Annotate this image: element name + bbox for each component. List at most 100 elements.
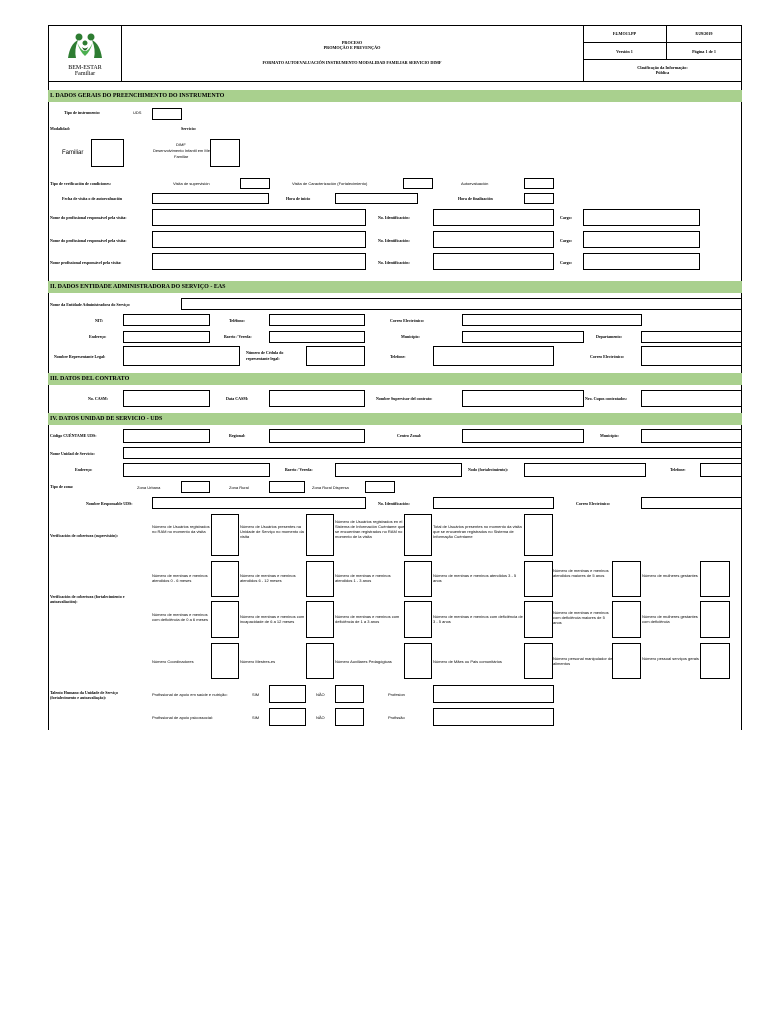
barrio-input[interactable] (269, 331, 365, 343)
hora-inicio-input[interactable] (335, 193, 418, 204)
supervisor-input[interactable] (462, 390, 584, 407)
telefone-input[interactable] (433, 346, 554, 366)
label-nao-2: NÃO (316, 715, 325, 720)
r2c-input[interactable] (404, 601, 432, 638)
r3d-input[interactable] (524, 643, 553, 679)
prof-1-ident-input[interactable] (433, 209, 554, 226)
cedula-input[interactable] (306, 346, 365, 366)
visita-supervision-checkbox[interactable] (240, 178, 270, 189)
r1d-input[interactable] (524, 561, 553, 597)
responsable-input[interactable] (152, 497, 366, 509)
prof-psico-nao-checkbox[interactable] (335, 708, 364, 726)
label-r1d: Número de meninas e meninos atendidos 3 … (433, 573, 517, 583)
nodo-input[interactable] (524, 463, 646, 477)
profesion-input[interactable] (433, 685, 554, 703)
cov-4-input[interactable] (524, 514, 553, 556)
endereco-input[interactable] (123, 331, 210, 343)
departamento-input[interactable] (641, 331, 742, 343)
label-r1c: Número de meninas e meninos atendidos 1 … (335, 573, 391, 583)
uds-municipio-input[interactable] (641, 429, 742, 443)
representante-input[interactable] (123, 346, 240, 366)
prof-psico-sim-checkbox[interactable] (269, 708, 306, 726)
visita-caracterizacion-checkbox[interactable] (403, 178, 433, 189)
label-autoevaluacion: Autoevaluación (461, 181, 489, 186)
r3a-input[interactable] (211, 643, 239, 679)
prof-2-name-input[interactable] (152, 231, 366, 248)
r3b-input[interactable] (306, 643, 334, 679)
label-cov-4: Total de Usuários presentes no momento d… (433, 524, 522, 539)
r2f-input[interactable] (700, 601, 730, 638)
cov-3-input[interactable] (404, 514, 432, 556)
prof-1-name-input[interactable] (152, 209, 366, 226)
label-r2e: Número de meninas e meninos com deficiên… (553, 610, 609, 625)
label-uds-telefono: Telefone: (670, 467, 686, 472)
prof-saude-sim-checkbox[interactable] (269, 685, 306, 703)
label-r1b: Número de meninas e meninos atendidos 6 … (240, 573, 296, 583)
label-r2f: Número de mulheres gestantes com deficiê… (642, 614, 698, 624)
fecha-visita-input[interactable] (152, 193, 269, 204)
profissao-input[interactable] (433, 708, 554, 726)
correo-input[interactable] (462, 314, 642, 326)
section-1-title: I. DADOS GERAIS DO PREENCHIMENTO DO INST… (48, 90, 742, 102)
label-familiar: Familiar (62, 150, 84, 156)
label-zona-rural: Zona Rural (229, 485, 249, 490)
municipio-input[interactable] (462, 331, 584, 343)
r2d-input[interactable] (524, 601, 553, 638)
r3f-input[interactable] (700, 643, 730, 679)
zona-rural-dispersa-checkbox[interactable] (365, 481, 395, 493)
r3c-input[interactable] (404, 643, 432, 679)
r2e-input[interactable] (612, 601, 641, 638)
regional-input[interactable] (269, 429, 365, 443)
data-cams-input[interactable] (269, 390, 365, 407)
centro-zonal-input[interactable] (462, 429, 584, 443)
uds-endereco-input[interactable] (123, 463, 270, 477)
codigo-uds-input[interactable] (123, 429, 210, 443)
label-r1a: Número de meninas e meninos atendidos 0 … (152, 573, 208, 583)
resp-ident-input[interactable] (433, 497, 554, 509)
resp-correo-input[interactable] (641, 497, 742, 509)
label-sim-1: SIM (252, 692, 260, 697)
tipo-instrumento-checkbox[interactable] (152, 108, 182, 120)
r1c-input[interactable] (404, 561, 432, 597)
prof-2-ident-input[interactable] (433, 231, 554, 248)
label-r2a: Número de meninas e meninos com deficiên… (152, 612, 209, 622)
r2a-input[interactable] (211, 601, 239, 638)
label-talento: Talento Humano da Unidade de Serviço (fo… (50, 690, 118, 700)
cov-2-input[interactable] (306, 514, 334, 556)
cams-input[interactable] (123, 390, 210, 407)
nome-unidad-input[interactable] (123, 447, 742, 459)
telefono-input[interactable] (269, 314, 365, 326)
prof-2-cargo-input[interactable] (583, 231, 700, 248)
label-representante: Nombre Representante Legal: (54, 354, 106, 359)
logo-subtext: Familiar (74, 71, 96, 77)
r2b-input[interactable] (306, 601, 334, 638)
prof-3-cargo-input[interactable] (583, 253, 700, 270)
zona-rural-checkbox[interactable] (269, 481, 305, 493)
uds-barrio-input[interactable] (335, 463, 462, 477)
zona-urbana-checkbox[interactable] (181, 481, 210, 493)
r1a-input[interactable] (211, 561, 239, 597)
nome-entidade-input[interactable] (181, 298, 742, 310)
label-prof-2-ident: No. Identificación: (378, 238, 410, 243)
header-classification: Clasificação da Informação: (637, 65, 688, 70)
r1e-input[interactable] (612, 561, 641, 597)
header-code: F4.MO13.PP (612, 31, 637, 36)
cov-1-input[interactable] (211, 514, 239, 556)
r1f-input[interactable] (700, 561, 730, 597)
prof-3-ident-input[interactable] (433, 253, 554, 270)
prof-1-cargo-input[interactable] (583, 209, 700, 226)
label-fecha-visita: Fecha de visita o de autoevaluación (62, 196, 123, 201)
familiar-checkbox[interactable] (91, 139, 124, 167)
uds-telefono-input[interactable] (700, 463, 742, 477)
dimf-checkbox[interactable] (210, 139, 240, 167)
r3e-input[interactable] (612, 643, 641, 679)
cupos-input[interactable] (641, 390, 742, 407)
header-process-name: PROMOÇÃO E PREVENÇÃO (323, 45, 381, 50)
correo-2-input[interactable] (641, 346, 742, 366)
nit-input[interactable] (123, 314, 210, 326)
prof-saude-nao-checkbox[interactable] (335, 685, 364, 703)
r1b-input[interactable] (306, 561, 334, 597)
hora-finalizacion-input[interactable] (524, 193, 554, 204)
autoevaluacion-checkbox[interactable] (524, 178, 554, 189)
prof-3-name-input[interactable] (152, 253, 366, 270)
